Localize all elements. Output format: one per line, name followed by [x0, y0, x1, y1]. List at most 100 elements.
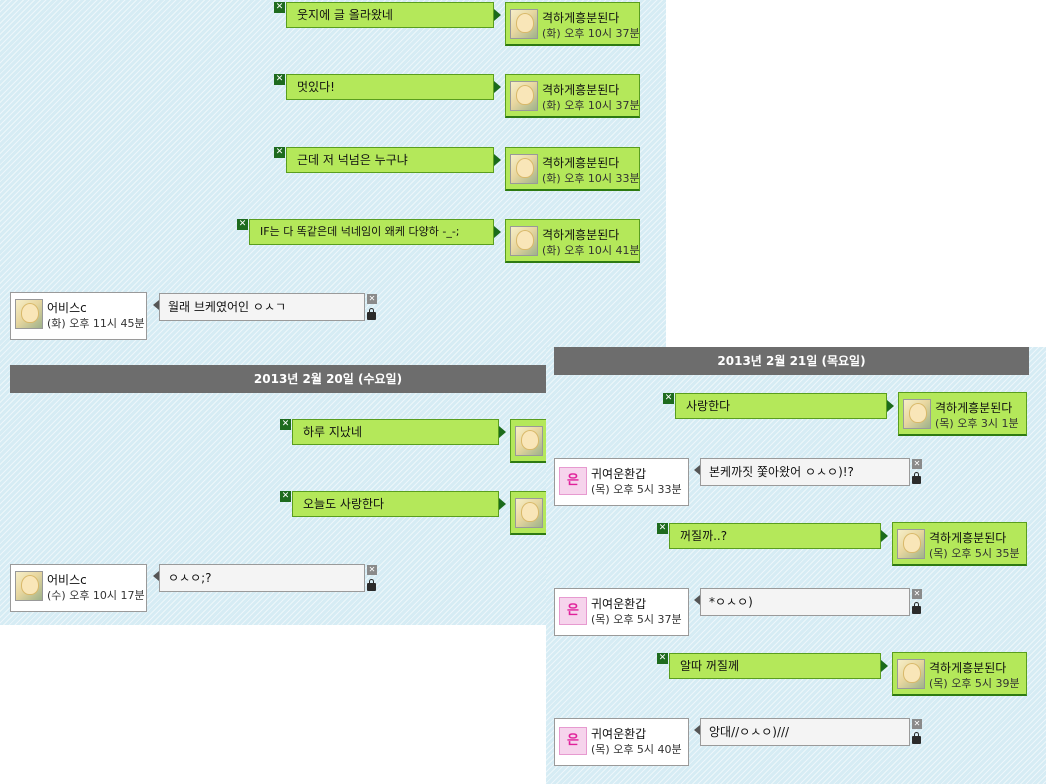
- avatar: [510, 226, 538, 256]
- avatar: [515, 498, 543, 528]
- message-text: 멋있다!: [297, 80, 335, 94]
- sender-name: 귀여운환갑: [591, 467, 647, 481]
- sent-message: 근데 저 넉넘은 누구냐: [286, 147, 501, 173]
- delete-icon[interactable]: ✕: [657, 523, 668, 534]
- avatar: [15, 571, 43, 601]
- message-text: 본케까짓 쫓아왔어 ㅇㅅㅇ)!?: [709, 465, 854, 479]
- lock-icon[interactable]: [367, 308, 376, 320]
- sender-card[interactable]: 격하게흥분된다 (목) 오후 3시 1분: [898, 392, 1027, 436]
- sender-name: 격하게흥분된다: [929, 661, 1007, 675]
- received-message: 본케까짓 쫓아왔어 ㅇㅅㅇ)!?: [694, 458, 910, 486]
- pink-avatar: 은: [559, 727, 587, 755]
- receiver-card[interactable]: 은 귀여운환갑 (목) 오후 5시 33분: [554, 458, 689, 506]
- message-text: 오늘도 사랑한다: [303, 497, 385, 511]
- sender-name: 격하게흥분된다: [935, 401, 1013, 415]
- delete-icon[interactable]: ✕: [912, 459, 922, 469]
- message-text: 월래 브케였어인 ㅇㅅㄱ: [168, 300, 287, 314]
- avatar: [510, 154, 538, 184]
- message-time: (화) 오후 10시 41분: [542, 244, 640, 257]
- message-time: (화) 오후 10시 33분: [542, 172, 640, 185]
- sender-name: 귀여운환갑: [591, 597, 647, 611]
- delete-icon[interactable]: ✕: [912, 589, 922, 599]
- delete-icon[interactable]: ✕: [237, 219, 248, 230]
- sent-message: IF는 다 똑같은데 넉네임이 왜케 다양하 -_-;: [249, 219, 501, 245]
- avatar: [897, 659, 925, 689]
- message-time: (화) 오후 10시 37분: [542, 27, 640, 40]
- delete-icon[interactable]: ✕: [274, 74, 285, 85]
- received-message: 월래 브케였어인 ㅇㅅㄱ: [153, 293, 365, 321]
- receiver-card[interactable]: 은 귀여운환갑 (목) 오후 5시 37분: [554, 588, 689, 636]
- message-text: ㅇㅅㅇ;?: [168, 571, 212, 585]
- delete-icon[interactable]: ✕: [657, 653, 668, 664]
- message-text: 앙대//ㅇㅅㅇ)///: [709, 725, 790, 739]
- sent-message: 웃지에 글 올라왔네: [286, 2, 501, 28]
- sender-card[interactable]: 격하게흥분된다 (화) 오후 10시 37분: [505, 74, 640, 118]
- sent-message: 알따 꺼질께: [669, 653, 888, 679]
- message-text: 근데 저 넉넘은 누구냐: [297, 153, 408, 167]
- sender-name: 격하게흥분된다: [542, 11, 620, 25]
- date-separator: 2013년 2월 20일 (수요일): [10, 365, 646, 393]
- sender-name: 어비스c: [47, 573, 87, 587]
- received-message: *ㅇㅅㅇ): [694, 588, 910, 616]
- message-time: (목) 오후 5시 40분: [591, 743, 682, 756]
- received-message: 앙대//ㅇㅅㅇ)///: [694, 718, 910, 746]
- message-text: 사랑한다: [686, 399, 731, 413]
- sender-card[interactable]: 격하게흥분된다 (화) 오후 10시 41분: [505, 219, 640, 263]
- receiver-card[interactable]: 어비스c (화) 오후 11시 45분: [10, 292, 147, 340]
- message-text: 하루 지났네: [303, 425, 363, 439]
- message-text: 웃지에 글 올라왔네: [297, 8, 393, 22]
- lock-icon[interactable]: [367, 579, 376, 591]
- delete-icon[interactable]: ✕: [274, 2, 285, 13]
- avatar: [15, 299, 43, 329]
- receiver-card[interactable]: 어비스c (수) 오후 10시 17분: [10, 564, 147, 612]
- delete-icon[interactable]: ✕: [912, 719, 922, 729]
- sender-card[interactable]: 격하게흥분된다 (목) 오후 5시 35분: [892, 522, 1027, 566]
- sender-name: 격하게흥분된다: [542, 156, 620, 170]
- sender-card[interactable]: 격하게흥분된다 (화) 오후 10시 37분: [505, 2, 640, 46]
- lock-icon[interactable]: [912, 602, 921, 614]
- sender-card[interactable]: 격하게흥분된다 (화) 오후 10시 33분: [505, 147, 640, 191]
- sent-message: 사랑한다: [675, 393, 894, 419]
- pink-avatar: 은: [559, 467, 587, 495]
- lock-icon[interactable]: [912, 472, 921, 484]
- receiver-card[interactable]: 은 귀여운환갑 (목) 오후 5시 40분: [554, 718, 689, 766]
- message-time: (목) 오후 5시 33분: [591, 483, 682, 496]
- message-text: IF는 다 똑같은데 넉네임이 왜케 다양하 -_-;: [260, 225, 460, 238]
- message-time: (목) 오후 5시 35분: [929, 547, 1020, 560]
- sent-message: 멋있다!: [286, 74, 501, 100]
- avatar: [903, 399, 931, 429]
- message-time: (화) 오후 11시 45분: [47, 317, 145, 330]
- avatar: [510, 81, 538, 111]
- avatar: [510, 9, 538, 39]
- delete-icon[interactable]: ✕: [367, 294, 377, 304]
- delete-icon[interactable]: ✕: [663, 393, 674, 404]
- sender-name: 격하게흥분된다: [929, 531, 1007, 545]
- delete-icon[interactable]: ✕: [367, 565, 377, 575]
- delete-icon[interactable]: ✕: [280, 491, 291, 502]
- message-time: (수) 오후 10시 17분: [47, 589, 145, 602]
- date-separator: 2013년 2월 21일 (목요일): [554, 347, 1029, 375]
- delete-icon[interactable]: ✕: [274, 147, 285, 158]
- lock-icon[interactable]: [912, 732, 921, 744]
- chat-panel-right: 2013년 2월 21일 (목요일) ✕ 사랑한다 격하게흥분된다 (목) 오후…: [546, 347, 1046, 784]
- date-label: 2013년 2월 20일 (수요일): [253, 372, 403, 386]
- delete-icon[interactable]: ✕: [280, 419, 291, 430]
- pink-avatar: 은: [559, 597, 587, 625]
- message-time: (목) 오후 5시 37분: [591, 613, 682, 626]
- message-time: (화) 오후 10시 37분: [542, 99, 640, 112]
- message-time: (목) 오후 3시 1분: [935, 417, 1019, 430]
- chat-panel-left: ✕ 웃지에 글 올라왔네 격하게흥분된다 (화) 오후 10시 37분 ✕ 멋있…: [0, 0, 666, 625]
- message-text: 꺼질까..?: [680, 529, 728, 543]
- sender-card[interactable]: 격하게흥분된다 (목) 오후 5시 39분: [892, 652, 1027, 696]
- sender-name: 격하게흥분된다: [542, 83, 620, 97]
- date-label: 2013년 2월 21일 (목요일): [717, 354, 866, 368]
- message-time: (목) 오후 5시 39분: [929, 677, 1020, 690]
- sent-message: 오늘도 사랑한다: [292, 491, 506, 517]
- received-message: ㅇㅅㅇ;?: [153, 564, 365, 592]
- sent-message: 꺼질까..?: [669, 523, 888, 549]
- avatar: [515, 426, 543, 456]
- message-text: 알따 꺼질께: [680, 659, 740, 673]
- avatar: [897, 529, 925, 559]
- sent-message: 하루 지났네: [292, 419, 506, 445]
- sender-name: 귀여운환갑: [591, 727, 647, 741]
